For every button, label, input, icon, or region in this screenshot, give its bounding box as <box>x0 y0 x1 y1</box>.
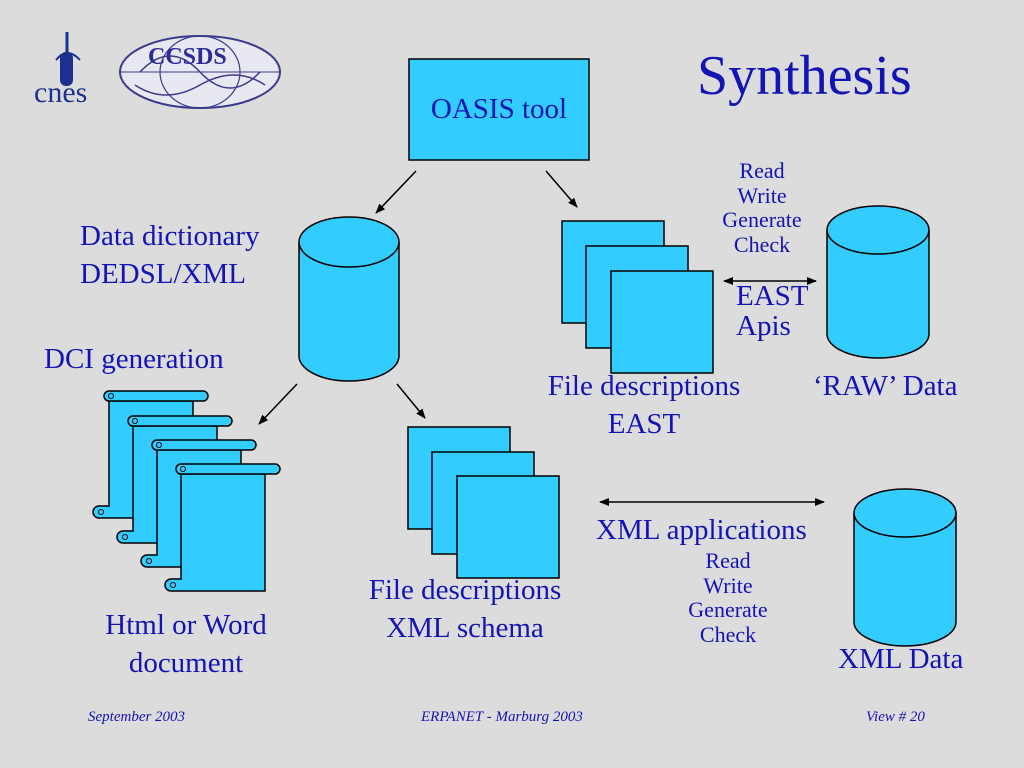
op-write-top: Write <box>737 182 787 208</box>
xml-schema-file-stack <box>407 426 560 579</box>
html-word-line1: Html or Word <box>105 609 267 641</box>
oasis-tool-box <box>408 58 590 161</box>
document-scroll-4 <box>164 463 281 592</box>
oasis-tool-label: OASIS tool <box>430 93 568 125</box>
slide-title: Synthesis <box>697 45 912 107</box>
raw-data-cylinder <box>826 205 930 359</box>
footer-date: September 2003 <box>88 709 186 725</box>
data-dictionary-line1: Data dictionary <box>80 220 260 252</box>
east-file-stack <box>561 220 714 374</box>
ccsds-logo-text: CCSDS <box>148 44 227 70</box>
document-scroll-stack <box>92 390 281 592</box>
xml-data-label: XML Data <box>838 643 964 675</box>
file-descriptions-east-line1: File descriptions <box>547 370 741 402</box>
data-dictionary-cylinder <box>298 216 400 382</box>
html-word-label: Html or Word document <box>76 607 296 682</box>
arrow-dictionary-to-documents <box>258 383 298 425</box>
op-check-top: Check <box>733 231 791 257</box>
cnes-logo: cnes <box>34 32 87 109</box>
op-read-bottom: Read <box>705 548 751 573</box>
file-descriptions-east-line2: EAST <box>607 407 681 440</box>
dci-generation-label: DCI generation <box>44 343 224 375</box>
cnes-logo-text: cnes <box>34 76 87 109</box>
html-word-line2: document <box>128 646 244 679</box>
footer-event: ERPANET - Marburg 2003 <box>421 709 583 725</box>
data-dictionary-label: Data dictionary DEDSL/XML <box>80 218 260 293</box>
footer-view: View # 20 <box>866 709 925 725</box>
op-write-bottom: Write <box>703 572 753 598</box>
east-apis-line2: Apis <box>736 310 791 343</box>
file-descriptions-xml-line1: File descriptions <box>368 574 562 606</box>
ccsds-logo: CCSDS <box>119 35 281 109</box>
arrow-oasis-to-east-files <box>545 170 578 208</box>
op-read-top: Read <box>739 158 785 183</box>
data-dictionary-line2: DEDSL/XML <box>80 257 246 290</box>
xml-applications-label: XML applications <box>596 514 807 546</box>
east-apis-line1: EAST <box>736 280 809 312</box>
op-check-bottom: Check <box>699 621 757 647</box>
op-generate-bottom: Generate <box>688 597 768 623</box>
xml-data-cylinder <box>853 488 957 647</box>
ops-list-bottom: Read Write Generate Check <box>668 548 788 648</box>
op-generate-top: Generate <box>722 207 802 233</box>
arrow-oasis-to-dictionary <box>375 170 417 214</box>
file-descriptions-east-label: File descriptions EAST <box>524 368 764 443</box>
raw-data-label: ‘RAW’ Data <box>813 370 958 402</box>
file-descriptions-xml-label: File descriptions XML schema <box>345 572 585 647</box>
arrow-dictionary-to-xml-files <box>396 383 426 419</box>
ops-list-top: Read Write Generate Check <box>702 158 822 258</box>
file-descriptions-xml-line2: XML schema <box>386 611 544 644</box>
east-apis-label: EAST Apis <box>736 281 809 342</box>
